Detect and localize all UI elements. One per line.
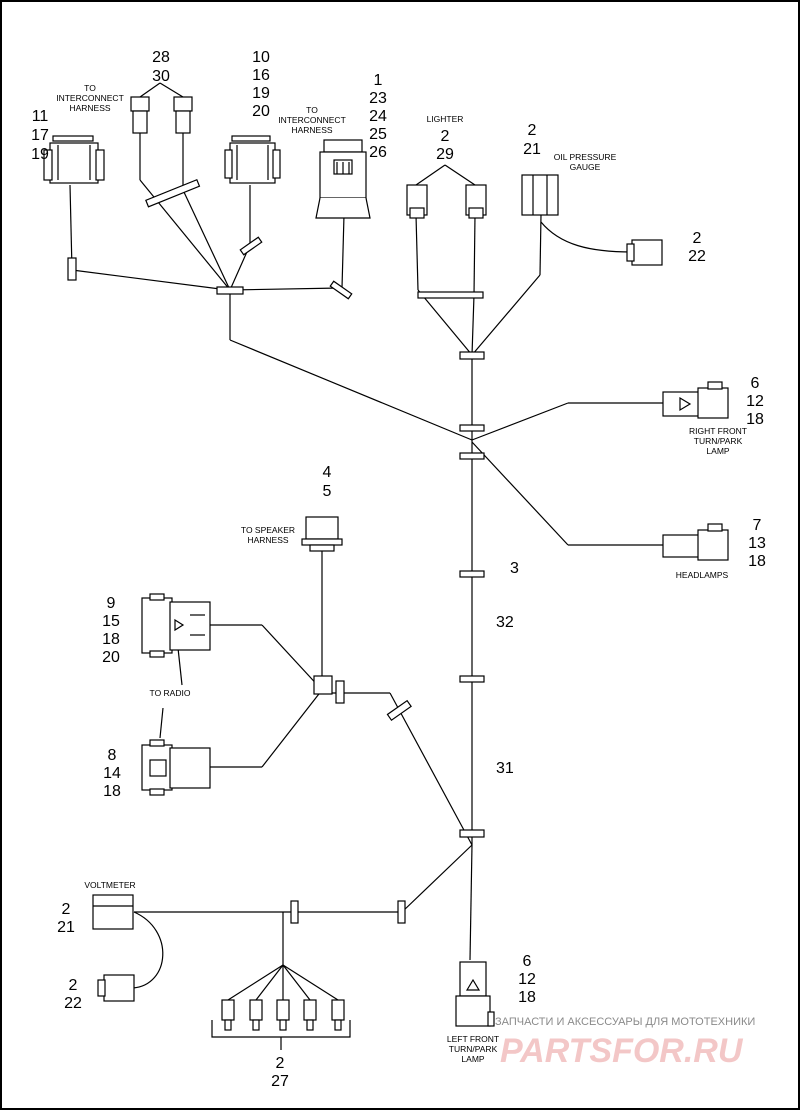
label-to-interconnect-right: HARNESS <box>291 125 332 135</box>
callout-number: 12 <box>746 393 764 410</box>
callout-number: 19 <box>252 85 270 102</box>
terminal-connectors <box>221 999 345 1031</box>
harness-clips <box>67 178 485 924</box>
label-to-speaker: HARNESS <box>247 535 288 545</box>
label-to-radio: TO RADIO <box>150 688 191 698</box>
label-oil-pressure: OIL PRESSURE <box>554 152 617 162</box>
callout-number: 2 <box>69 977 78 994</box>
label-to-interconnect-left: HARNESS <box>69 103 110 113</box>
callout-number: 22 <box>688 248 706 265</box>
callout-number: 16 <box>252 67 270 84</box>
callout-number: 1 <box>374 72 383 89</box>
callout-number: 2 <box>693 230 702 247</box>
label-right-front: TURN/PARK <box>694 436 743 446</box>
callout-number: 22 <box>64 995 82 1012</box>
callout-number: 15 <box>102 613 120 630</box>
label-to-speaker: TO SPEAKER <box>241 525 295 535</box>
callouts: 11 17 19 28 30 10 16 19 20 1 23 24 25 26… <box>31 49 766 1090</box>
harness-wires <box>69 82 665 1050</box>
callout-number: 9 <box>107 595 116 612</box>
callout-number: 2 <box>528 122 537 139</box>
callout-number: 29 <box>436 146 454 163</box>
label-to-interconnect-left: TO <box>84 83 96 93</box>
connector-1-26 <box>315 139 371 219</box>
callout-number: 32 <box>496 614 514 631</box>
callout-number: 20 <box>102 649 120 666</box>
callout-number: 25 <box>369 126 387 143</box>
label-right-front: RIGHT FRONT <box>689 426 747 436</box>
radio-upper-connector <box>141 593 211 658</box>
label-headlamps: HEADLAMPS <box>676 570 729 580</box>
callout-number: 30 <box>152 68 170 85</box>
headlamps-connector <box>662 523 729 561</box>
callout-number: 5 <box>323 483 332 500</box>
oil-gauge-connector <box>521 174 663 266</box>
label-left-front: LAMP <box>461 1054 484 1064</box>
label-to-interconnect-right: INTERCONNECT <box>278 115 346 125</box>
callout-number: 18 <box>102 631 120 648</box>
callout-number: 18 <box>518 989 536 1006</box>
callout-number: 28 <box>152 49 170 66</box>
callout-number: 21 <box>523 141 541 158</box>
callout-number: 20 <box>252 103 270 120</box>
callout-number: 26 <box>369 144 387 161</box>
callout-number: 13 <box>748 535 766 552</box>
label-left-front: LEFT FRONT <box>447 1034 499 1044</box>
speaker-connector <box>301 516 343 552</box>
callout-number: 2 <box>276 1055 285 1072</box>
connector-28-30 <box>130 96 193 134</box>
callout-number: 21 <box>57 919 75 936</box>
label-lighter: LIGHTER <box>427 114 464 124</box>
callout-number: 2 <box>62 901 71 918</box>
callout-number: 31 <box>496 760 514 777</box>
connector-upper-left <box>43 135 105 184</box>
callout-number: 18 <box>748 553 766 570</box>
callout-number: 12 <box>518 971 536 988</box>
callout-number: 6 <box>523 953 532 970</box>
label-left-front: TURN/PARK <box>449 1044 498 1054</box>
label-voltmeter: VOLTMETER <box>84 880 135 890</box>
label-oil-pressure: GAUGE <box>570 162 601 172</box>
callout-number: 14 <box>103 765 121 782</box>
watermark-caption: ЗАПЧАСТИ И АКСЕССУАРЫ ДЛЯ МОТОТЕХНИКИ <box>495 1016 755 1028</box>
callout-number: 4 <box>323 464 332 481</box>
label-right-front: LAMP <box>706 446 729 456</box>
callout-number: 2 <box>441 128 450 145</box>
lighter-connectors <box>406 184 487 219</box>
label-to-interconnect-left: INTERCONNECT <box>56 93 124 103</box>
component-labels: TO INTERCONNECT HARNESS TO INTERCONNECT … <box>56 83 747 1064</box>
callout-number: 18 <box>746 411 764 428</box>
left-front-lamp-connector <box>455 961 495 1027</box>
callout-number: 17 <box>31 127 49 144</box>
callout-number: 24 <box>369 108 387 125</box>
watermark-logo: PARTSFOR.RU <box>500 1032 744 1070</box>
voltmeter-connector <box>92 894 135 1002</box>
callout-number: 10 <box>252 49 270 66</box>
callout-number: 27 <box>271 1073 289 1090</box>
radio-lower-connector <box>141 739 211 796</box>
callout-number: 23 <box>369 90 387 107</box>
callout-number: 11 <box>32 108 49 125</box>
callout-number: 8 <box>108 747 117 764</box>
callout-number: 18 <box>103 783 121 800</box>
right-front-lamp-connector <box>662 381 729 419</box>
connector-10-20 <box>224 135 281 184</box>
callout-number: 7 <box>753 517 762 534</box>
label-to-interconnect-right: TO <box>306 105 318 115</box>
callout-number: 3 <box>510 560 519 577</box>
callout-number: 19 <box>31 146 49 163</box>
callout-number: 6 <box>751 375 760 392</box>
